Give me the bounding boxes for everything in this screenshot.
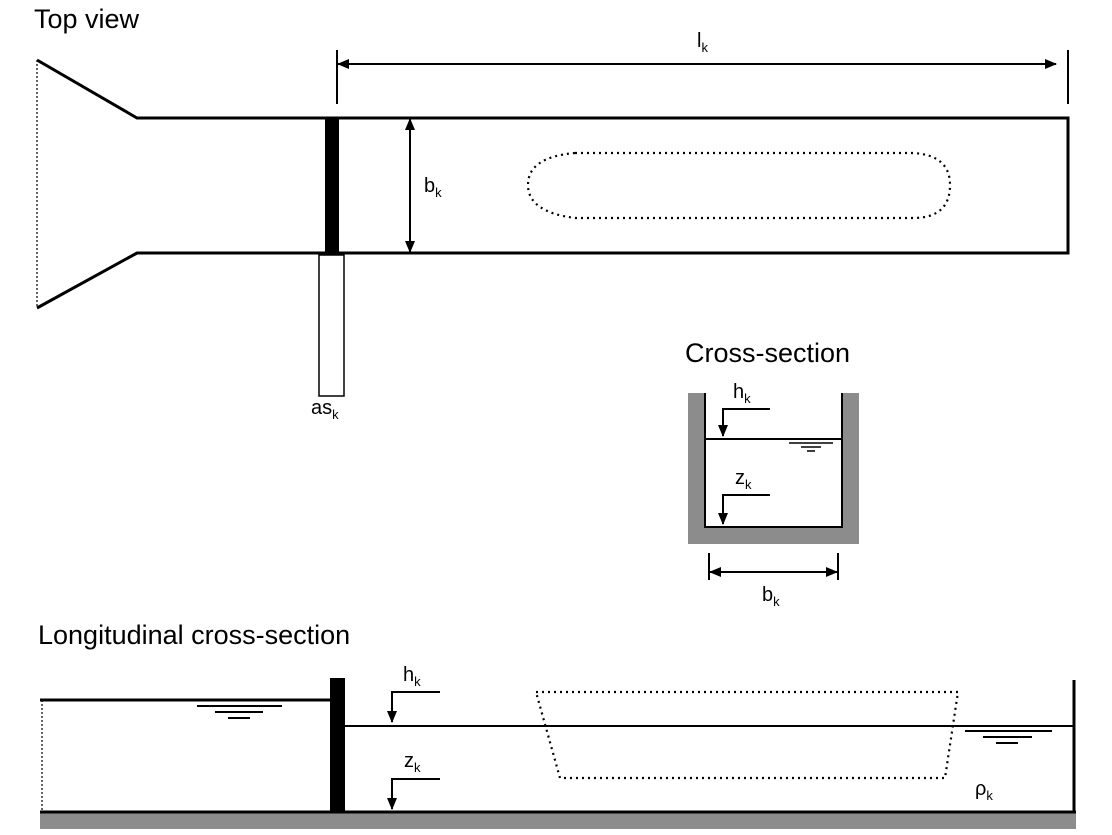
- long-h-label: hk: [403, 664, 421, 689]
- dredge-area-longitudinal: [534, 690, 960, 780]
- density-label: ρk: [975, 778, 993, 803]
- top-view: [36, 58, 1070, 397]
- long-z-pointer: [387, 778, 440, 810]
- longitudinal-title: Longitudinal cross-section: [38, 620, 350, 650]
- cross-section-concrete: [688, 393, 859, 544]
- ground-slab: [40, 812, 1076, 829]
- cross-z-label: zk: [735, 467, 752, 492]
- gate-slot: [318, 254, 345, 397]
- length-label: lk: [697, 30, 708, 55]
- long-h-pointer: [387, 691, 440, 723]
- longitudinal-section: hk zk ρk: [40, 664, 1076, 829]
- channel-outline: [36, 58, 1070, 310]
- cross-h-label: hk: [733, 381, 751, 406]
- length-dimension: lk: [336, 30, 1069, 104]
- longitudinal-gate: [330, 678, 345, 812]
- long-z-label: zk: [404, 750, 421, 775]
- cross-width-label: bk: [762, 584, 780, 609]
- gate-bar: [325, 118, 339, 253]
- cross-z-pointer: [718, 494, 770, 525]
- width-label-top: bk: [424, 175, 442, 200]
- gate-label: ask: [311, 397, 339, 422]
- dredge-area-top: [526, 151, 952, 220]
- cross-h-pointer: [718, 408, 770, 437]
- cross-section-inner-wall: [704, 393, 843, 528]
- top-view-title: Top view: [34, 4, 140, 34]
- cross-section: hk zk bk: [688, 381, 859, 609]
- cross-section-title: Cross-section: [685, 338, 850, 368]
- width-dimension-top: bk: [405, 118, 442, 253]
